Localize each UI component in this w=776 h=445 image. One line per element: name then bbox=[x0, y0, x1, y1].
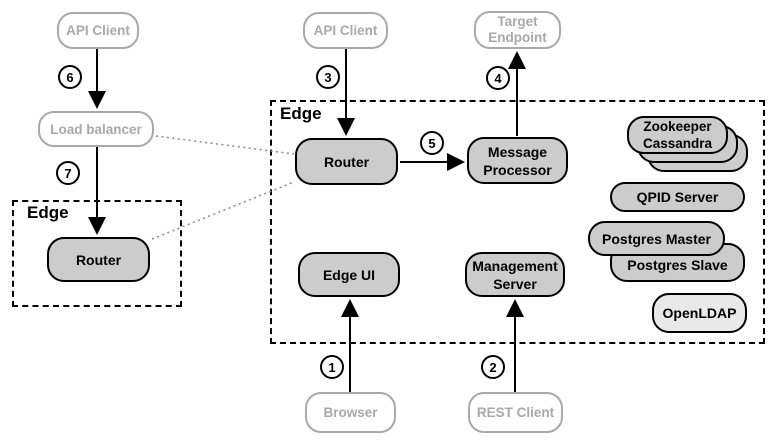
management-server-node: Management Server bbox=[465, 252, 565, 297]
step-2-badge: 2 bbox=[481, 355, 505, 379]
qpid-server-node: QPID Server bbox=[610, 182, 745, 212]
router-left-node: Router bbox=[47, 237, 150, 282]
cassandra-label: Cassandra bbox=[642, 136, 713, 151]
message-processor-node: Message Processor bbox=[467, 137, 568, 184]
step-4-badge: 4 bbox=[486, 66, 510, 90]
step-7-badge: 7 bbox=[56, 161, 80, 185]
step-6-badge: 6 bbox=[58, 65, 82, 89]
api-client-left-node: API Client bbox=[57, 12, 139, 49]
zookeeper-label: Zookeeper bbox=[643, 119, 712, 134]
edge-zone-main-label: Edge bbox=[280, 104, 322, 123]
step-5-badge: 5 bbox=[420, 131, 444, 155]
load-balancer-node: Load balancer bbox=[38, 111, 154, 147]
rest-client-node: REST Client bbox=[468, 392, 563, 433]
edge-ui-node: Edge UI bbox=[298, 252, 400, 297]
zookeeper-cassandra-node: Zookeeper Cassandra bbox=[627, 116, 728, 154]
step-3-badge: 3 bbox=[316, 65, 340, 89]
edge-zone-left-label: Edge bbox=[27, 203, 69, 222]
openldap-node: OpenLDAP bbox=[652, 293, 747, 333]
router-main-node: Router bbox=[295, 138, 398, 185]
postgres-master-node: Postgres Master bbox=[588, 221, 725, 256]
api-client-middle-node: API Client bbox=[303, 12, 388, 49]
target-endpoint-node: Target Endpoint bbox=[474, 11, 561, 49]
browser-node: Browser bbox=[305, 392, 396, 433]
step-1-badge: 1 bbox=[320, 355, 344, 379]
